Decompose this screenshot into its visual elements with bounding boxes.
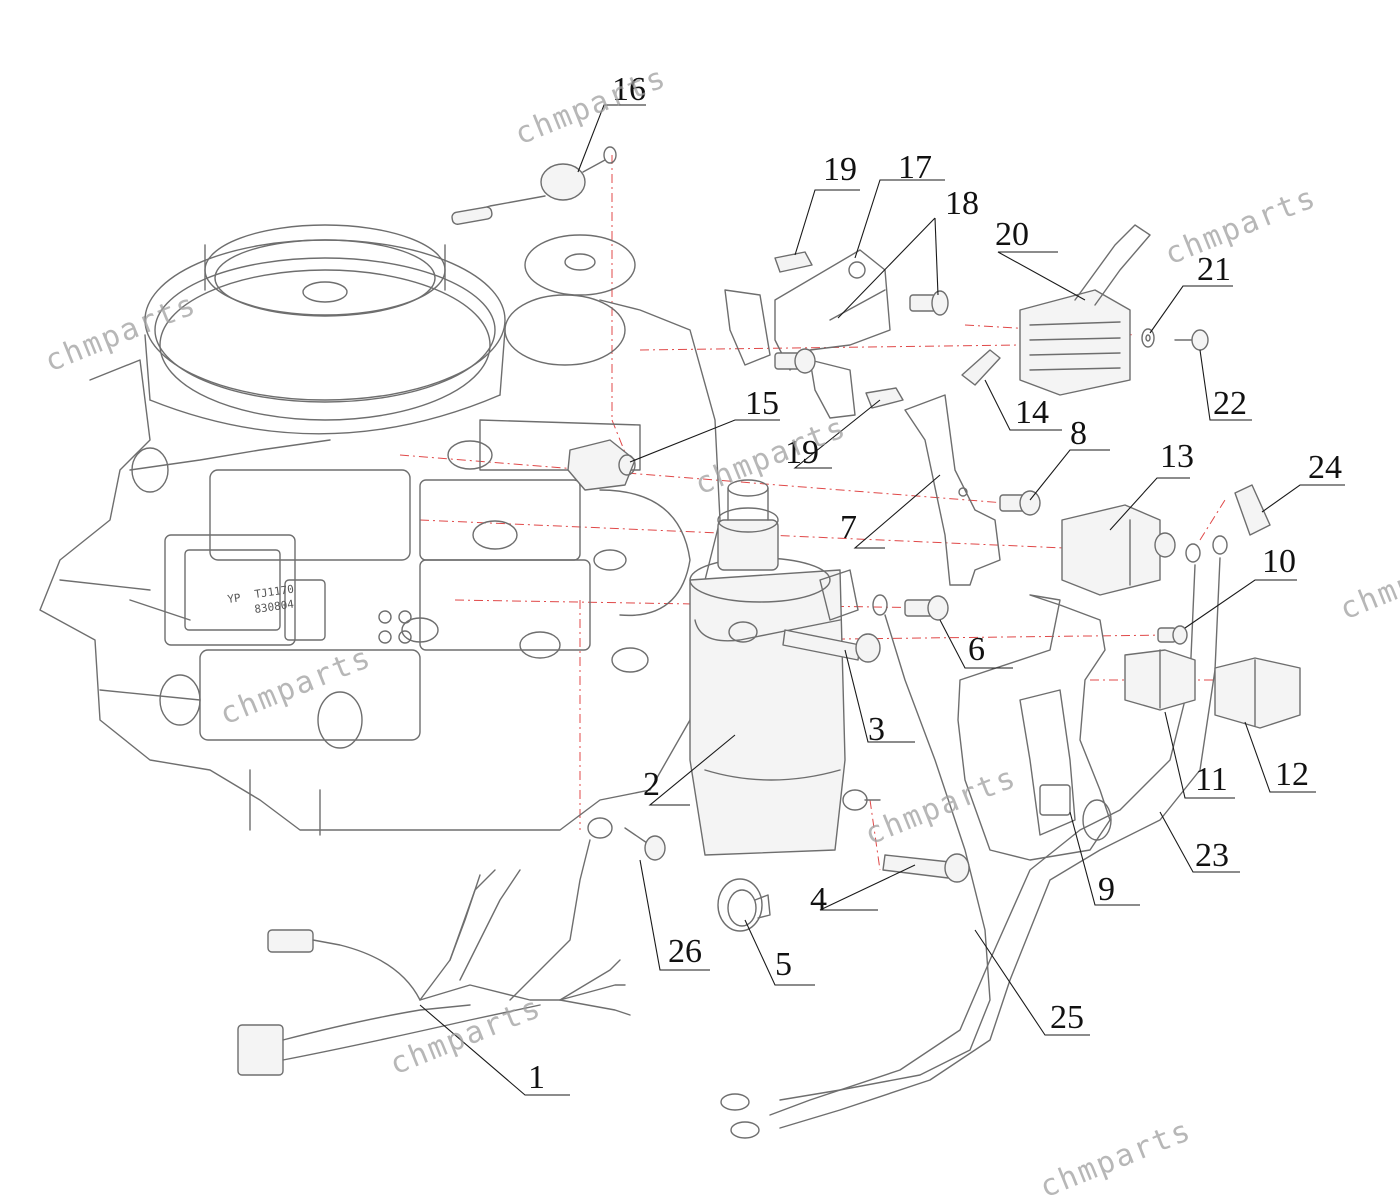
part-17-bracket xyxy=(724,249,891,419)
part-23-cable xyxy=(720,535,1228,1139)
callout-16: 16 xyxy=(612,71,646,108)
callout-15: 15 xyxy=(745,385,779,422)
part-19b-connector xyxy=(865,387,904,409)
part-16-sensor xyxy=(451,146,617,225)
callout-20: 20 xyxy=(995,216,1029,253)
callout-4: 4 xyxy=(810,881,827,918)
callout-3: 3 xyxy=(868,711,885,748)
watermark-6: chmparts xyxy=(1335,535,1400,628)
plate-line-2: 830804 xyxy=(254,598,296,616)
watermark-8: chmparts xyxy=(385,990,547,1083)
callout-6: 6 xyxy=(968,631,985,668)
part-1-wiring-harness xyxy=(237,839,631,1076)
callout-11: 11 xyxy=(1195,761,1228,798)
part-15-nut xyxy=(567,439,636,491)
plate-brand: YP xyxy=(227,591,242,606)
part-6-bolt xyxy=(904,595,949,621)
part-12-relay xyxy=(1214,657,1301,729)
callout-leader-lines xyxy=(419,104,1345,1096)
callout-24: 24 xyxy=(1308,449,1342,486)
callout-25: 25 xyxy=(1050,999,1084,1036)
part-22-screw xyxy=(1174,329,1209,351)
callout-14: 14 xyxy=(1015,394,1049,431)
part-9-cover xyxy=(957,594,1112,861)
callout-9: 9 xyxy=(1098,871,1115,908)
callout-1: 1 xyxy=(528,1059,545,1096)
part-26-bolt xyxy=(587,817,666,861)
callout-19-top: 19 xyxy=(823,151,857,188)
part-19a-connector xyxy=(774,251,813,273)
engine-label-plate: TJ1170 830804 YP xyxy=(227,583,296,616)
part-7-bracket xyxy=(904,394,1001,586)
part-25-cable xyxy=(779,594,991,1101)
callout-labels: 16 19 17 18 20 21 22 14 15 19 8 13 24 7 … xyxy=(528,71,1342,1096)
part-10-bolt xyxy=(1157,625,1188,645)
part-24-terminal-boot xyxy=(1234,484,1271,536)
callout-10: 10 xyxy=(1262,543,1296,580)
engine-block xyxy=(39,224,721,836)
callout-22: 22 xyxy=(1213,385,1247,422)
part-13-relay xyxy=(1061,504,1176,596)
callout-5: 5 xyxy=(775,946,792,983)
callout-17: 17 xyxy=(898,149,932,186)
part-3-bolt xyxy=(782,629,881,663)
callout-21: 21 xyxy=(1197,251,1231,288)
callout-7: 7 xyxy=(840,509,857,546)
part-20-fuse-holder xyxy=(1019,224,1151,396)
part-5-clamp xyxy=(717,878,771,932)
watermark-4: chmparts xyxy=(690,410,852,503)
part-18-bolts xyxy=(774,290,949,374)
part-11-relay xyxy=(1124,649,1196,711)
callout-26: 26 xyxy=(668,933,702,970)
part-21-washer xyxy=(1141,328,1155,348)
callout-8: 8 xyxy=(1070,415,1087,452)
watermark-5: chmparts xyxy=(215,640,377,733)
part-14-clip xyxy=(961,349,1001,386)
callout-18: 18 xyxy=(945,185,979,222)
callout-13: 13 xyxy=(1160,438,1194,475)
callout-19-bottom: 19 xyxy=(785,434,819,471)
callout-2: 2 xyxy=(643,766,660,803)
plate-line-1: TJ1170 xyxy=(254,583,295,601)
callout-23: 23 xyxy=(1195,837,1229,874)
part-4-bolt xyxy=(882,853,970,883)
part-8-bolt xyxy=(999,490,1041,516)
callout-12: 12 xyxy=(1275,756,1309,793)
watermark-7: chmparts xyxy=(860,760,1022,853)
watermark-9: chmparts xyxy=(1035,1113,1197,1202)
watermark-3: chmparts xyxy=(1160,180,1322,273)
